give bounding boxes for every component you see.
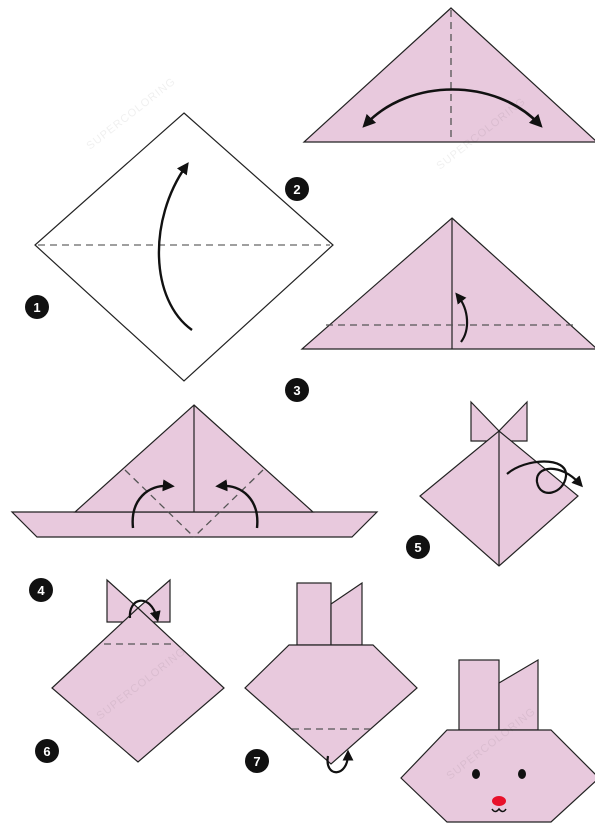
fold-arrow-right	[215, 479, 259, 529]
step-2-figure	[302, 7, 595, 143]
step-number: 2	[293, 182, 300, 197]
fold-arrow	[157, 162, 193, 331]
fold-arrow	[326, 749, 354, 774]
nose	[492, 796, 506, 806]
fold-arrow-left	[131, 479, 175, 529]
paper-head	[244, 644, 418, 765]
fold-arrow-double	[362, 88, 543, 128]
step-badge-6: 6	[35, 739, 59, 763]
fold-line-right	[193, 469, 264, 538]
step-number: 4	[37, 583, 45, 598]
fold-arrow	[128, 599, 161, 623]
finished-bunny	[400, 658, 595, 823]
step-badge-5: 5	[406, 535, 430, 559]
step-number: 7	[253, 754, 260, 769]
step-6-figure	[51, 578, 225, 763]
step-badge-4: 4	[29, 578, 53, 602]
step-badge-1: 1	[25, 295, 49, 319]
paper-triangle	[300, 217, 595, 350]
step-number: 6	[43, 744, 50, 759]
ear-left	[458, 659, 500, 731]
step-number: 3	[293, 383, 300, 398]
bunny-head	[400, 729, 595, 823]
turn-over-arrow	[506, 460, 583, 494]
step-7-figure	[244, 581, 418, 774]
step-badge-7: 7	[245, 749, 269, 773]
paper-diamond	[51, 607, 225, 763]
step-badge-2: 2	[285, 177, 309, 201]
step-5-figure	[419, 400, 583, 567]
fold-line-left	[124, 469, 195, 538]
ear-left	[296, 582, 332, 646]
step-1-figure	[34, 112, 334, 382]
paper-square-white	[34, 112, 334, 382]
mouth	[491, 807, 507, 813]
step-4-figure	[10, 404, 379, 538]
left-eye	[472, 769, 480, 779]
fold-arrow	[455, 292, 469, 343]
step-number: 5	[414, 540, 421, 555]
right-eye	[518, 769, 526, 779]
step-badge-3: 3	[285, 378, 309, 402]
step-3-figure	[300, 217, 595, 350]
ear-right	[330, 581, 363, 646]
paper-triangle	[302, 7, 595, 143]
paper-base-strip	[10, 511, 379, 538]
step-number: 1	[33, 300, 40, 315]
